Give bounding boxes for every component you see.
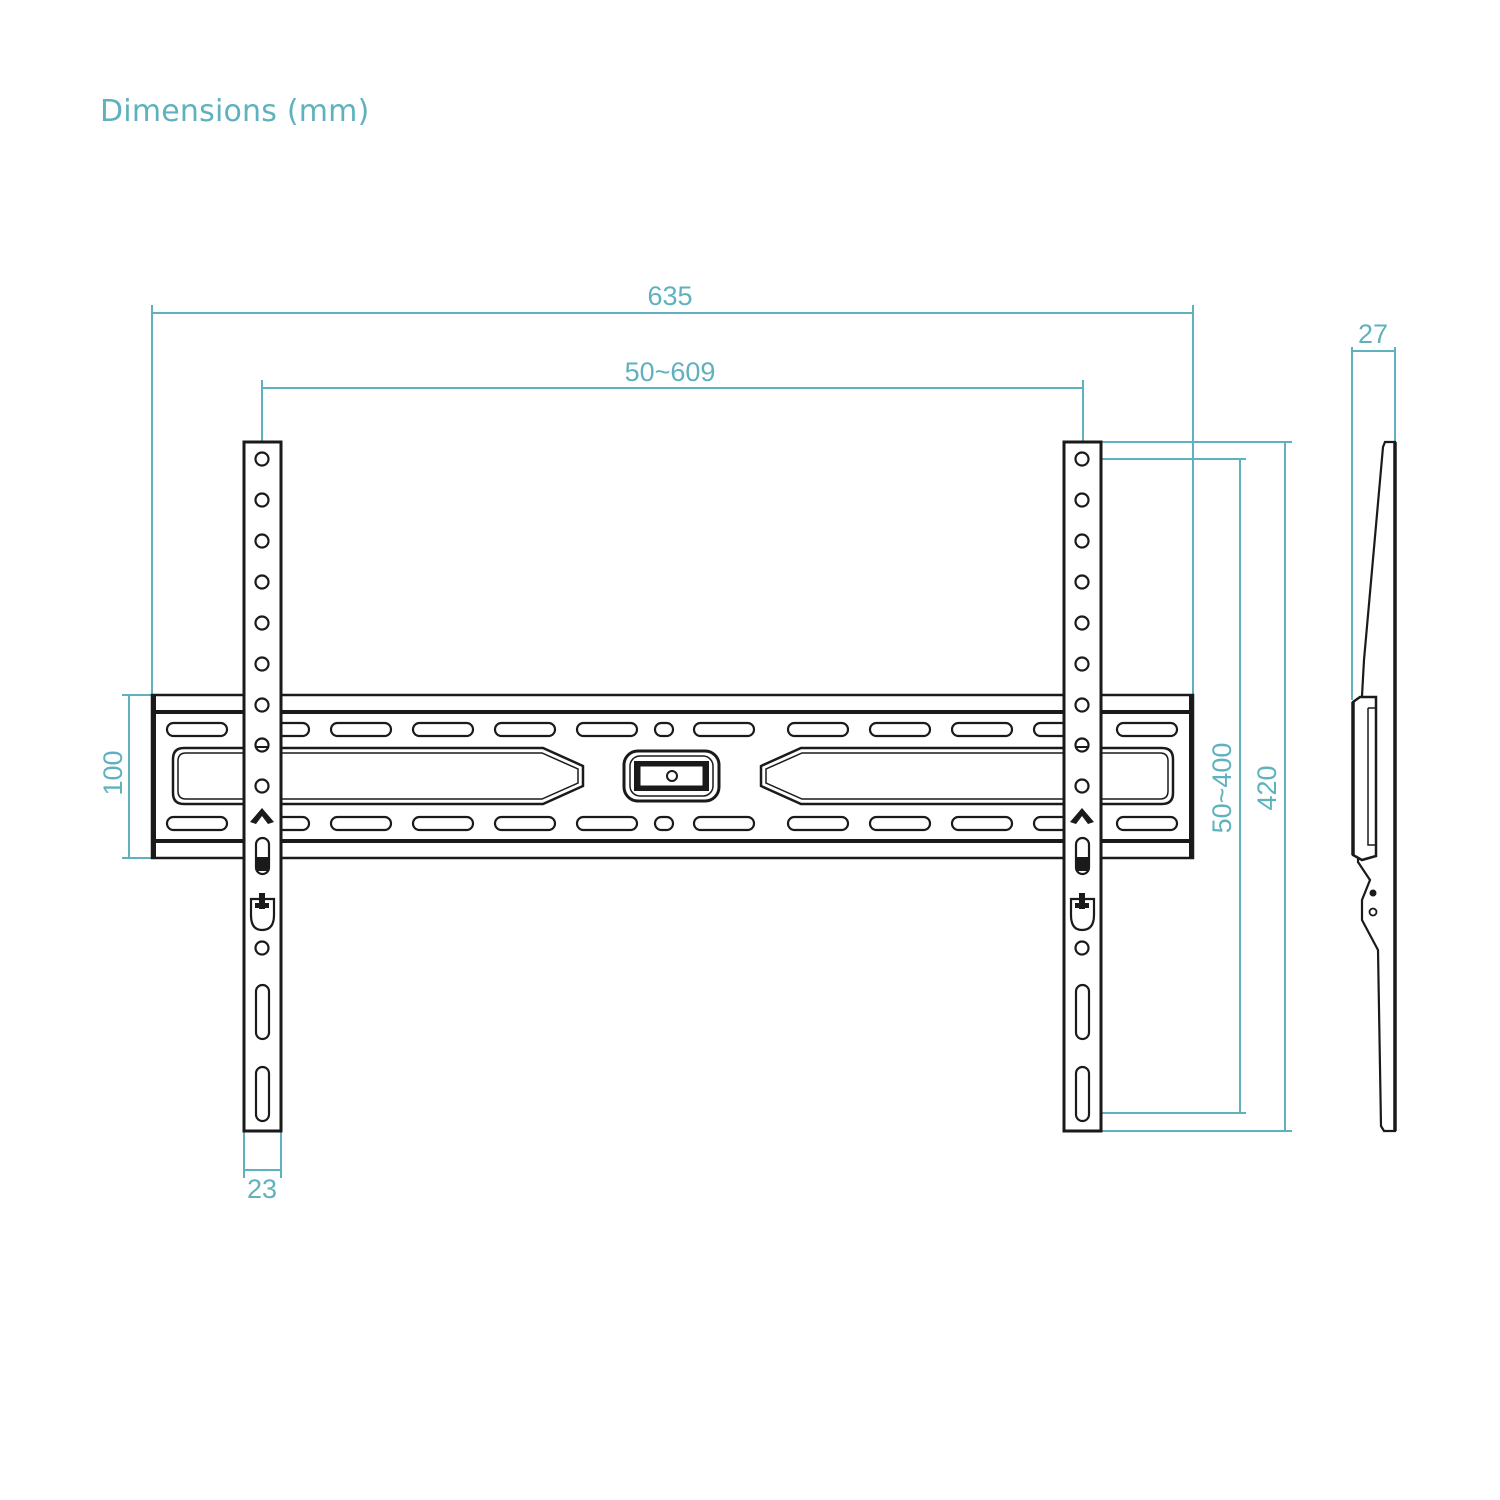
wall-plate (150, 693, 1195, 860)
left-arm (242, 440, 283, 1133)
dimension-label-23: 23 (247, 1174, 277, 1204)
safety-lock-icon (1074, 836, 1091, 876)
side-profile-view (1351, 440, 1397, 1133)
dimension-vesa-horizontal: 50~609 (261, 357, 1084, 460)
right-arm (1062, 440, 1103, 1133)
dimension-overall-height: 420 (1100, 441, 1292, 1132)
diagram-title: Dimensions (mm) (100, 94, 370, 129)
dimension-label-635: 635 (647, 281, 692, 311)
left-rib (171, 746, 585, 806)
up-arrow-icon (1070, 808, 1094, 824)
right-rib (759, 746, 1175, 806)
dimension-label-420: 420 (1252, 765, 1282, 810)
dimension-profile-depth: 27 (1351, 319, 1396, 700)
dimension-label-27: 27 (1358, 319, 1388, 349)
hook-latch-icon (1069, 893, 1096, 932)
up-arrow-icon (250, 808, 274, 824)
dimension-label-100: 100 (98, 750, 128, 795)
dimension-vesa-vertical: 50~400 (1083, 458, 1246, 1114)
dimension-overall-width: 635 (151, 281, 1194, 695)
safety-lock-icon (254, 836, 271, 876)
dimension-wall-plate-height: 100 (98, 694, 152, 859)
dimension-label-50-609: 50~609 (625, 357, 716, 387)
right-arm-holes (1074, 451, 1090, 956)
left-arm-holes (254, 451, 270, 956)
bubble-level-icon (622, 749, 721, 803)
hook-latch-icon (249, 893, 276, 932)
dimension-arm-width: 23 (243, 1131, 282, 1204)
dimension-label-50-400: 50~400 (1207, 743, 1237, 834)
